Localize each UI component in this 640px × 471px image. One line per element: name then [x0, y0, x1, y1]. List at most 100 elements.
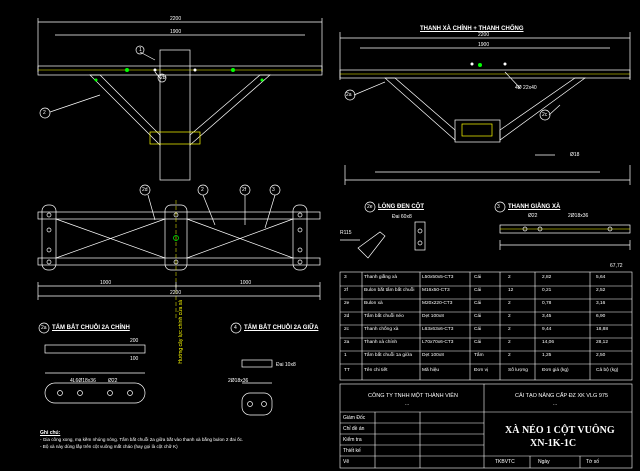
project-dots: ...	[553, 401, 558, 407]
dim-200: 200	[130, 338, 139, 344]
bom-cell: 2d	[344, 314, 350, 319]
bom-cell: Thanh xà chính	[364, 340, 398, 345]
bom-header-cell: TT	[344, 368, 350, 373]
bom-cell: 1,25	[542, 353, 552, 358]
dim-plate-2b-note: Đai 10x8	[276, 362, 296, 368]
callout-3: 3	[497, 204, 500, 210]
bom-cell: 2	[508, 327, 511, 332]
bom-cell: L70x70x6-CT3	[422, 340, 454, 345]
bom-cell: 2c	[344, 327, 350, 332]
company-dots: ...	[405, 401, 410, 407]
bom-cell: Cái	[474, 301, 482, 306]
company-name: CÔNG TY TNHH MỘT THÀNH VIÊN	[368, 393, 458, 399]
bom-cell: 2,52	[596, 288, 606, 293]
total-weight: 67,72	[610, 263, 623, 269]
sheet-label: Tờ số	[586, 459, 600, 465]
bom-cell: Dẹt 100x8	[422, 353, 444, 358]
role-drafter: Vẽ	[343, 459, 350, 465]
bom-cell: 5,64	[596, 275, 606, 280]
dim-r-note: Ø18	[570, 152, 580, 158]
dim-plan-left: 1000	[100, 280, 112, 286]
callout-3-plan: 3	[272, 187, 275, 193]
bom-cell: 3,16	[596, 301, 606, 306]
angle-part-view	[340, 201, 426, 259]
bom-cell: Bulon xà	[364, 301, 383, 306]
role-checker: Kiểm tra	[343, 437, 362, 443]
bom-cell: 2a	[344, 340, 350, 345]
title-main-beam: THANH XÀ CHÍNH + THANH CHỐNG	[420, 26, 524, 32]
notes-heading: Ghi chú:	[40, 430, 61, 436]
bom-cell: Dẹt 100x8	[422, 314, 444, 319]
bom-cell: M16x50-CT3	[422, 288, 450, 293]
bom-cell: Tấm	[474, 353, 484, 358]
title-tie-bar: THANH GIẰNG XÀ	[508, 204, 561, 210]
bom-table	[339, 271, 633, 381]
bom-cell: Thanh chống xà	[364, 327, 399, 332]
plate-2a-view	[38, 322, 146, 404]
dim-beam-sub: 1900	[478, 42, 490, 48]
bom-cell: L50x50x5-CT3	[422, 275, 454, 280]
title-angle-part: LÒNG ĐEN CỘT	[378, 204, 424, 210]
bom-cell: 12	[508, 288, 514, 293]
bom-cell: 3	[344, 275, 347, 280]
callout-2d: 2d	[142, 187, 148, 193]
bom-header-cell: Mã hiệu	[422, 368, 440, 373]
dim-beam-overall: 2200	[478, 32, 490, 38]
bom-cell: 2	[508, 275, 511, 280]
bom-header-cell: Số lượng	[508, 368, 528, 373]
elevation-view	[37, 18, 323, 181]
callout-2b: 2b	[160, 75, 166, 81]
bom-cell: M20x220-CT3	[422, 301, 453, 306]
plate-2b-view	[230, 322, 273, 416]
callout-2d-plate: 4	[234, 325, 237, 331]
dim-top-overall: 2200	[170, 16, 182, 22]
bom-cell: Cái	[474, 340, 482, 345]
pole-center-label: Hướng cây lực chính cửa xà	[178, 300, 184, 364]
dim-plan-overall: 2200	[170, 290, 182, 296]
dim-plan-right: 1000	[240, 280, 252, 286]
dim-plate-2a: 4L6Ø18x36	[70, 378, 96, 384]
callout-2f: 2f	[242, 187, 247, 193]
title-plate-2a: TẤM BẮT CHUỖI 2A CHÍNH	[52, 325, 130, 331]
bom-cell: 2e	[344, 301, 350, 306]
bom-cell: L63x63x6-CT3	[422, 327, 454, 332]
dim-r115: R115	[340, 230, 352, 236]
title-block	[339, 383, 633, 469]
bom-header-cell: Tên chi tiết	[364, 368, 388, 373]
bom-cell: 2f	[344, 288, 349, 293]
bom-cell: 6,90	[596, 314, 606, 319]
bom-cell: Cái	[474, 288, 482, 293]
dim-100: 100	[130, 356, 139, 362]
dim-washer: Đai 60x8	[392, 214, 412, 220]
bom-cell: 9,44	[542, 327, 552, 332]
bom-cell: Tấm bắt chuỗi néo	[364, 314, 404, 319]
dim-top-sub: 1900	[170, 29, 182, 35]
project-name: CẢI TẠO NÂNG CẤP ĐZ XK VLG 975	[515, 393, 609, 399]
role-director: Giám Đốc	[343, 415, 366, 421]
sheet-code: TKBVTC	[495, 459, 515, 465]
callout-2a: 2a	[346, 92, 352, 98]
callout-1-top: 1	[139, 47, 142, 53]
plan-view	[37, 184, 321, 320]
bom-cell: Cái	[474, 314, 482, 319]
bom-cell: Bulon bắt tấm bắt chuỗi	[364, 288, 415, 293]
bom-cell: Tấm bắt chuỗi 1a giữa	[364, 353, 413, 358]
title-plate-2b: TẤM BẮT CHUỖI 2A GIỮA	[244, 325, 319, 331]
dim-bolt-note: 4Ø 22x40	[515, 85, 537, 91]
bom-cell: 0,78	[542, 301, 552, 306]
callout-2c: 2c	[542, 112, 548, 118]
bom-cell: 2	[508, 353, 511, 358]
notes-line-2: - Bộ xà này dùng lắp trên cột vuông mắt …	[40, 444, 178, 449]
bom-cell: 2,50	[596, 353, 606, 358]
bom-cell: 1	[344, 353, 347, 358]
bom-cell: 0,21	[542, 288, 552, 293]
bom-cell: Cái	[474, 327, 482, 332]
callout-2-top: 2	[43, 110, 46, 116]
bom-cell: 28,12	[596, 340, 609, 345]
bom-cell: 2,82	[542, 275, 552, 280]
bom-cell: 2	[508, 340, 511, 345]
callout-2-plan: 2	[201, 187, 204, 193]
bom-cell: Cái	[474, 275, 482, 280]
bom-cell: 2	[508, 314, 511, 319]
main-beam-view	[339, 32, 631, 185]
